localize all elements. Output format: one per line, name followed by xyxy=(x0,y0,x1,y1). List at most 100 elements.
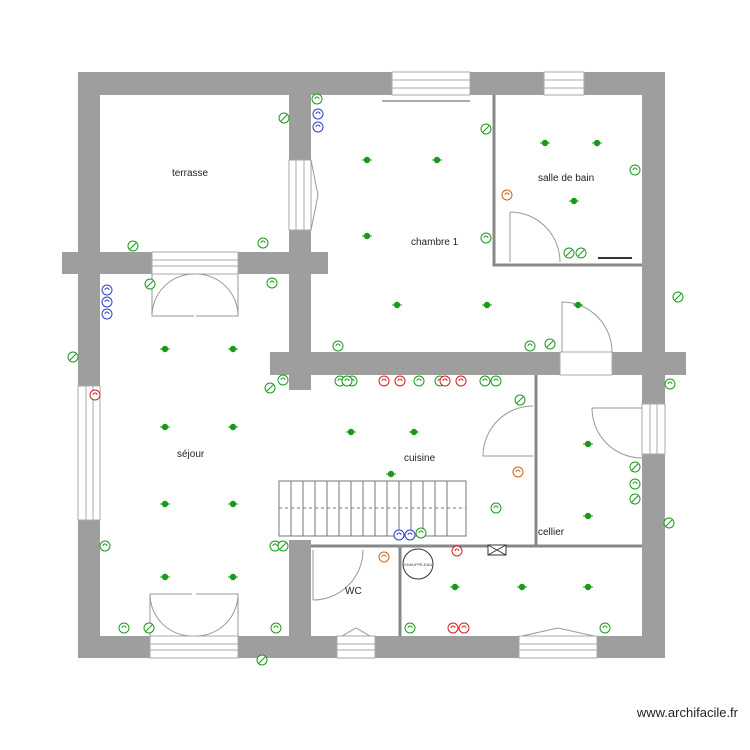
window-wc-bottom xyxy=(336,635,376,659)
light-point-icon xyxy=(583,583,593,591)
door-cellier-window-swing xyxy=(521,627,595,637)
light-point-icon xyxy=(482,301,492,309)
door-sejour-bottom-left xyxy=(149,593,193,637)
socket-icon xyxy=(332,340,344,352)
doors xyxy=(149,159,643,637)
light-point-icon xyxy=(573,301,583,309)
network-socket-icon xyxy=(312,121,324,133)
switch-icon xyxy=(256,654,268,666)
door-wc-window-swing xyxy=(341,627,371,637)
light-point-icon xyxy=(386,470,396,478)
socket-icon xyxy=(629,478,641,490)
light-point-icon xyxy=(228,573,238,581)
room-label-cuisine: cuisine xyxy=(404,453,436,464)
light-point-icon xyxy=(592,139,602,147)
light-point-icon xyxy=(583,512,593,520)
light-point-icon xyxy=(160,573,170,581)
power-socket-icon xyxy=(455,375,467,387)
network-socket-icon xyxy=(312,108,324,120)
power-socket-icon xyxy=(378,375,390,387)
light-point-icon xyxy=(583,440,593,448)
socket-icon xyxy=(413,375,425,387)
room-label-wc: WC xyxy=(345,586,362,597)
network-socket-icon xyxy=(101,308,113,320)
network-socket-icon xyxy=(393,529,405,541)
door-chambre-sdb xyxy=(561,301,613,353)
switch-icon xyxy=(629,493,641,505)
network-socket-icon xyxy=(101,296,113,308)
light-point-icon xyxy=(450,583,460,591)
socket-icon xyxy=(270,622,282,634)
switch-icon xyxy=(143,622,155,634)
socket-icon xyxy=(664,378,676,390)
light-point-icon xyxy=(228,345,238,353)
partitions xyxy=(311,95,642,636)
socket-icon xyxy=(311,93,323,105)
light-point-icon xyxy=(569,197,579,205)
window-cellier-right xyxy=(641,403,666,455)
room-labels: terrasse chambre 1 salle de bain séjour … xyxy=(172,168,594,597)
special-socket-icon xyxy=(512,466,524,478)
light-point-icon xyxy=(362,156,372,164)
electric-panel-icon xyxy=(487,544,507,556)
switch-icon xyxy=(480,123,492,135)
watermark: www.archifacile.fr xyxy=(636,705,738,720)
wall-v-sejour-wc xyxy=(289,540,311,636)
window-sdb-top xyxy=(543,71,585,96)
wall-top xyxy=(78,72,665,95)
door-terrasse-window-swing xyxy=(310,159,319,231)
switch-icon xyxy=(278,112,290,124)
switch-icon xyxy=(629,461,641,473)
wall-left xyxy=(78,72,100,658)
room-label-salle-de-bain: salle de bain xyxy=(538,173,594,184)
switch-icon xyxy=(67,351,79,363)
door-sdb xyxy=(509,211,561,263)
socket-icon xyxy=(266,277,278,289)
light-point-icon xyxy=(160,345,170,353)
door-sejour-top-left xyxy=(151,273,195,317)
light-point-icon xyxy=(517,583,527,591)
power-socket-icon xyxy=(394,375,406,387)
door-wc xyxy=(312,549,364,601)
light-point-icon xyxy=(346,428,356,436)
power-socket-icon xyxy=(458,622,470,634)
socket-icon xyxy=(479,375,491,387)
room-label-chambre1: chambre 1 xyxy=(411,237,459,248)
wall-h-chambre-cuisine xyxy=(270,352,686,375)
switch-icon xyxy=(672,291,684,303)
power-socket-icon xyxy=(439,375,451,387)
socket-icon xyxy=(277,374,289,386)
window-sejour-left xyxy=(77,385,101,521)
switch-icon xyxy=(563,247,575,259)
network-socket-icon xyxy=(404,529,416,541)
socket-icon xyxy=(257,237,269,249)
door-cellier xyxy=(591,407,643,459)
room-label-cellier: cellier xyxy=(538,527,565,538)
window-terrasse-side xyxy=(288,159,312,231)
door-sejour-top-right xyxy=(195,273,239,317)
switch-icon xyxy=(514,394,526,406)
switch-icon xyxy=(264,382,276,394)
window-cellier-bottom xyxy=(518,635,598,659)
room-label-sejour: séjour xyxy=(177,449,205,460)
power-socket-icon xyxy=(447,622,459,634)
socket-icon xyxy=(341,375,353,387)
special-socket-icon xyxy=(501,189,513,201)
light-point-icon xyxy=(362,232,372,240)
switch-icon xyxy=(277,540,289,552)
socket-icon xyxy=(480,232,492,244)
window-chambre-top xyxy=(391,71,471,96)
power-socket-icon xyxy=(451,545,463,557)
door-sejour-bottom-right xyxy=(195,593,239,637)
light-point-icon xyxy=(392,301,402,309)
socket-icon xyxy=(118,622,130,634)
light-point-icon xyxy=(432,156,442,164)
light-point-icon xyxy=(228,423,238,431)
light-point-icon xyxy=(160,500,170,508)
water-heater-label: CHAUFFE-EAU xyxy=(404,562,433,567)
window-frame-lines xyxy=(85,79,658,651)
water-heater: CHAUFFE-EAU xyxy=(402,548,434,580)
switch-icon xyxy=(575,247,587,259)
